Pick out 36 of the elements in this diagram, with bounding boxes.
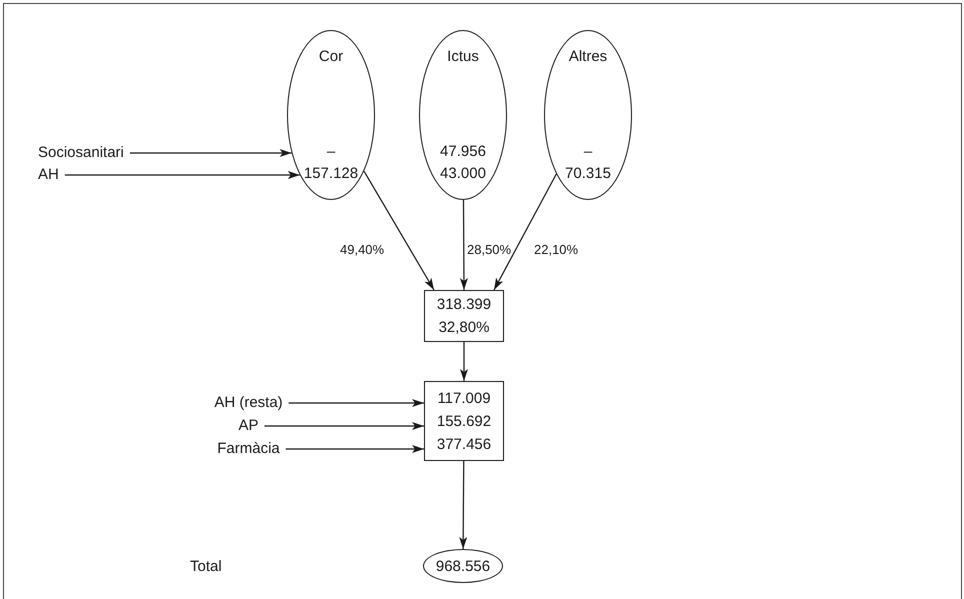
arrow (493, 174, 557, 290)
value-text: – (326, 142, 336, 162)
value-text: 32,80% (438, 318, 490, 338)
value-text: 155.692 (436, 412, 492, 432)
total-box (424, 290, 504, 342)
arrow (460, 200, 468, 290)
arrow (264, 422, 424, 430)
arrow (459, 461, 468, 549)
source-label: AP (185, 415, 312, 437)
source-label: AH (resta) (185, 392, 312, 414)
source-label: Farmàcia (185, 438, 312, 460)
value-text: 318.399 (436, 295, 492, 315)
value-text: 968.556 (436, 556, 490, 576)
edge-label: 22,10% (534, 242, 578, 258)
arrow (460, 342, 468, 381)
arrow (288, 399, 424, 407)
source-label: Sociosanitari (38, 142, 165, 164)
arrow (286, 445, 424, 453)
arrow (64, 171, 300, 179)
value-text: 377.456 (436, 434, 492, 454)
value-text: 43.000 (440, 164, 486, 184)
value-text: 70.315 (565, 164, 611, 184)
source-label: AH (38, 164, 165, 186)
edge-label: 28,50% (467, 242, 512, 258)
arrow (364, 170, 435, 290)
value-text: 117.009 (437, 388, 491, 408)
row-label: Total (190, 557, 222, 577)
edge-label: 49,40% (340, 242, 384, 258)
category-heading: Altres (568, 47, 608, 67)
value-text: 157.128 (304, 164, 358, 184)
arrow (130, 149, 292, 157)
category-heading: Cor (318, 47, 344, 67)
total-box (424, 381, 504, 461)
category-heading: Ictus (447, 47, 479, 67)
value-text: 47.956 (440, 142, 486, 162)
value-text: – (584, 142, 592, 162)
